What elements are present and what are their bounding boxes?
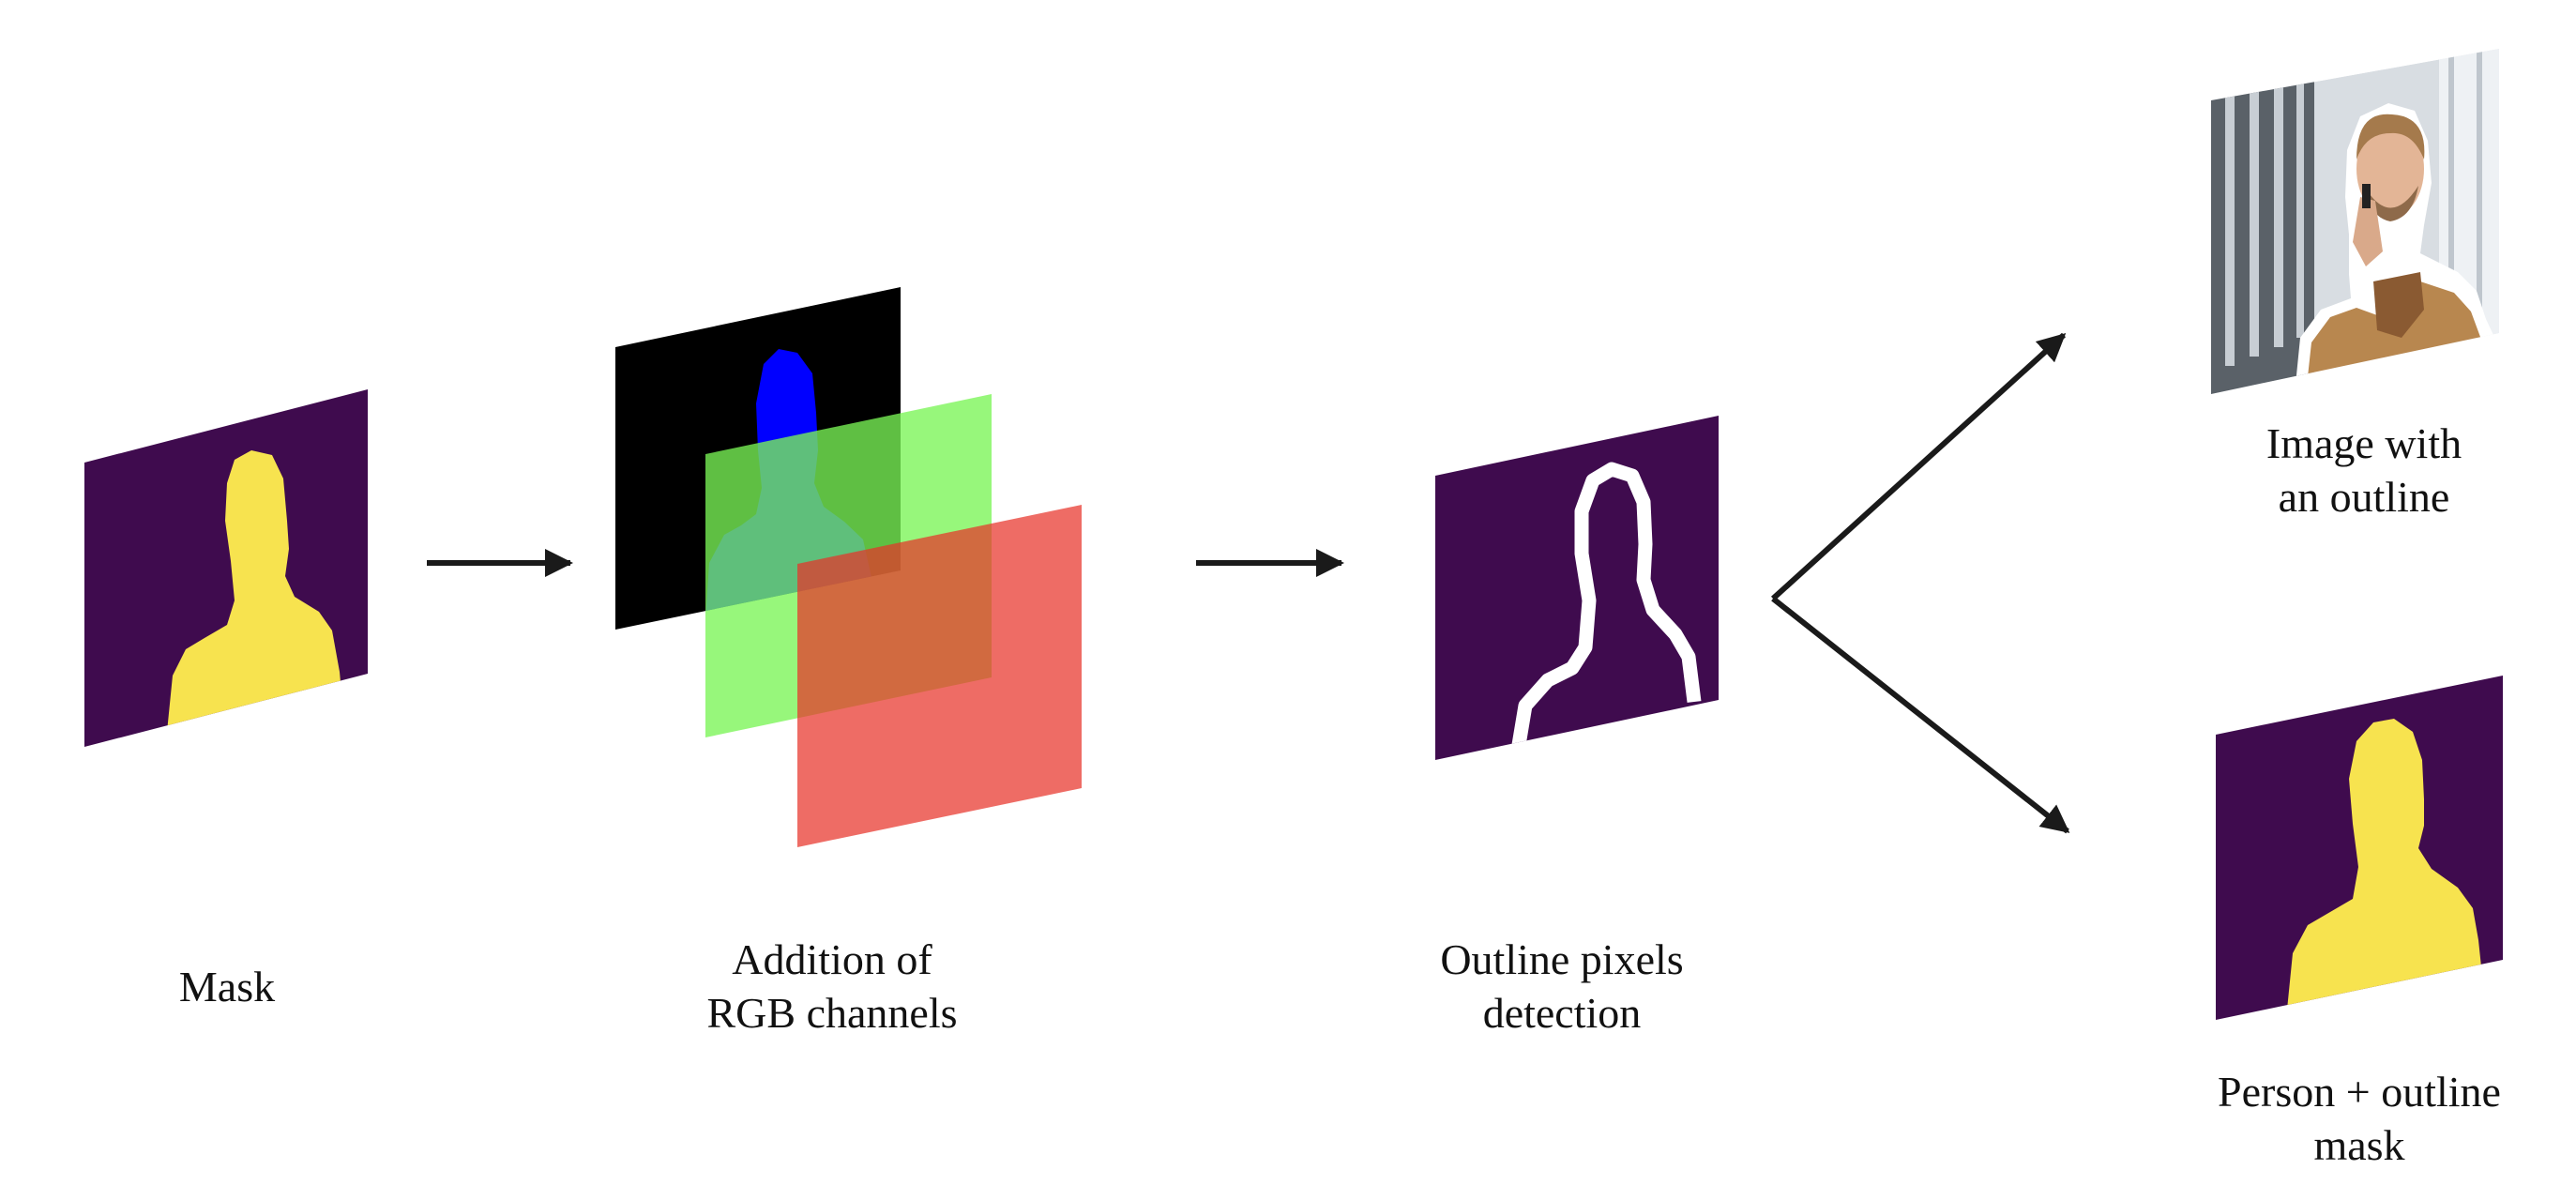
- mask-panel: [84, 389, 368, 747]
- person-mask-silhouette: [2287, 719, 2482, 1010]
- mask-label: Mask: [179, 960, 275, 1013]
- person-hair: [2356, 114, 2425, 160]
- person-head: [2356, 120, 2424, 218]
- rgb-label-line-1: Addition of: [732, 935, 932, 983]
- outline-label-line-2: detection: [1482, 989, 1642, 1037]
- mask-label-line: Mask: [178, 963, 276, 1010]
- mask-person-silhouette: [167, 450, 343, 732]
- person-outline-mask-label: Person + outline mask: [2218, 1065, 2501, 1172]
- outline-background: [1435, 416, 1719, 760]
- rgb-label-line-2: RGB channels: [706, 989, 958, 1037]
- person-sweater: [2373, 272, 2424, 338]
- outline-panel: [1435, 416, 1719, 760]
- person-outline-mask-panel: [2216, 676, 2503, 1020]
- outline-detection-label: Outline pixels detection: [1440, 933, 1683, 1040]
- person-hand-phone: [2353, 197, 2383, 266]
- image-outline-label-line-1: Image with: [2265, 419, 2462, 467]
- image-with-outline-label: Image with an outline: [2266, 417, 2462, 524]
- arrow-to-image-outline: [1770, 332, 2067, 601]
- outline-pixels-contour: [1510, 462, 1702, 752]
- red-channel-layer: [797, 505, 1082, 847]
- person-mask-label-line-2: mask: [2313, 1121, 2405, 1169]
- rgb-channels-label: Addition of RGB channels: [706, 933, 957, 1040]
- outline-label-line-1: Outline pixels: [1440, 935, 1684, 983]
- image-outline-label-line-2: an outline: [2278, 473, 2450, 521]
- person-mask-label-line-1: Person + outline: [2218, 1068, 2501, 1116]
- image-with-outline-panel: [2211, 49, 2499, 394]
- arrow-to-person-mask: [1771, 596, 2070, 834]
- rgb-channels-panel: [615, 287, 1082, 847]
- person-beard: [2364, 186, 2418, 221]
